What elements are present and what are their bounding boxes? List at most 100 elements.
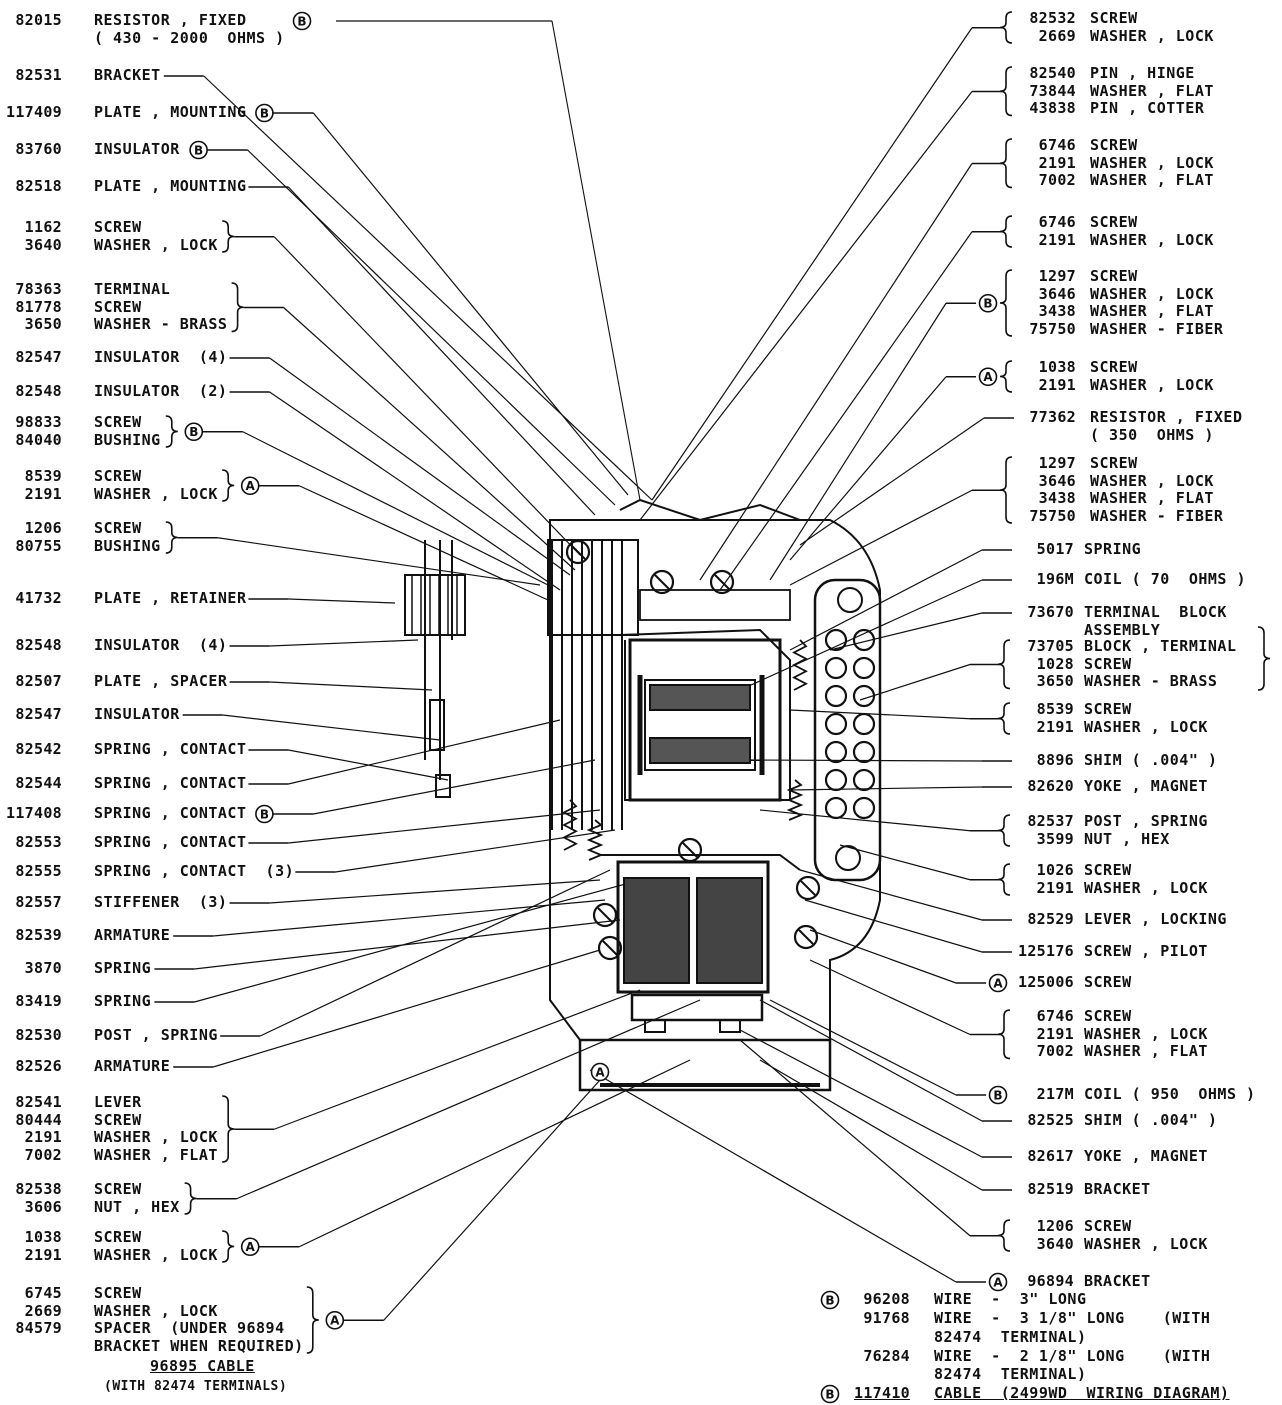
part-name: SHIM ( .004" ): [1084, 751, 1218, 769]
part-number: 83419: [15, 992, 62, 1010]
svg-text:B: B: [260, 807, 269, 821]
part-name: PLATE , SPACER: [94, 672, 228, 690]
part-name: WASHER , LOCK: [1090, 471, 1214, 490]
part-name: SHIM ( .004" ): [1084, 1111, 1218, 1129]
part-name: WASHER , FLAT: [1090, 171, 1214, 189]
wire-description: WIRE - 3 1/8" LONG (WITH: [934, 1309, 1211, 1327]
leader-line: [829, 612, 983, 651]
part-number: 7002: [1038, 171, 1076, 189]
part-name: WASHER , LOCK: [94, 235, 218, 254]
part-number: 125006: [1018, 973, 1074, 991]
part-number: 82518: [15, 177, 62, 195]
part-number: 1206: [1036, 1217, 1074, 1235]
part-number: 82538: [15, 1180, 62, 1198]
exploded-contact-stack: [404, 540, 466, 798]
part-name: SCREW: [1084, 654, 1132, 673]
part-name: WASHER , FLAT: [1084, 1042, 1208, 1060]
part-name: WASHER , LOCK: [94, 1128, 218, 1146]
note-badge: B: [184, 422, 204, 442]
leader-line: [269, 681, 433, 691]
part-number: 117408: [6, 804, 62, 822]
group-brace: [165, 521, 178, 554]
part-number: 3650: [1036, 672, 1074, 690]
leader-line: [247, 149, 616, 506]
part-name: WASHER , LOCK: [1084, 878, 1208, 897]
svg-text:B: B: [260, 106, 269, 120]
note-badge: B: [292, 11, 312, 31]
part-name: SPRING , CONTACT: [94, 804, 247, 822]
part-number: 5017: [1036, 540, 1074, 558]
part-number: 2191: [1036, 1024, 1074, 1043]
part-name: SCREW: [1084, 861, 1132, 879]
leader-line: [194, 879, 641, 1003]
part-number: 81778: [15, 297, 62, 316]
part-number: 3650: [24, 315, 62, 333]
wire-badge: B: [820, 1384, 840, 1404]
leader-line: [699, 163, 973, 581]
part-name: WASHER , LOCK: [1090, 153, 1214, 172]
part-number: 82532: [1029, 9, 1076, 27]
leader-line: [789, 786, 983, 791]
leader-line: [287, 186, 596, 516]
part-name: SCREW: [1084, 1007, 1132, 1025]
cable-note: (WITH 82474 TERMINALS): [104, 1379, 288, 1394]
frame-badge: A: [590, 1062, 610, 1082]
wire-badge: B: [820, 1290, 840, 1310]
part-number: 3640: [1036, 1234, 1074, 1253]
part-number: 3646: [1038, 471, 1076, 490]
part-number: 82542: [15, 740, 62, 758]
part-name: SCREW: [1090, 454, 1138, 472]
part-number: 3606: [24, 1197, 62, 1216]
leader-line: [213, 949, 601, 1068]
leader-line: [769, 999, 957, 1096]
part-name: WASHER , FLAT: [1090, 302, 1214, 320]
part-name: WASHER , LOCK: [94, 1301, 218, 1320]
wire-description: WIRE - 2 1/8" LONG (WITH: [934, 1347, 1211, 1365]
leader-line: [809, 929, 957, 984]
part-number: 3640: [24, 235, 62, 254]
note-badge: B: [189, 140, 208, 160]
part-name: WASHER , LOCK: [1090, 26, 1214, 45]
part-number: 82537: [1027, 812, 1074, 830]
part-number: 82547: [15, 348, 62, 366]
part-number: 7002: [24, 1145, 62, 1164]
leader-line: [298, 485, 549, 601]
leader-line: [799, 417, 985, 546]
part-number: 1297: [1038, 267, 1076, 285]
note-badge: A: [240, 1237, 260, 1257]
leader-line: [859, 663, 971, 701]
wire-description: 82474 TERMINAL): [934, 1328, 1087, 1346]
part-number: 82015: [15, 11, 62, 29]
coil-upper: [628, 638, 782, 802]
part-name: RESISTOR , FIXED: [1090, 408, 1243, 426]
part-number: 82529: [1027, 910, 1074, 928]
note-badge: A: [988, 973, 1008, 993]
wire-number: 91768: [863, 1309, 910, 1327]
wire-description: WIRE - 3" LONG: [934, 1290, 1087, 1308]
part-name: SPRING , CONTACT: [94, 774, 247, 792]
leader-line: [236, 999, 701, 1200]
note-badge: B: [978, 293, 998, 313]
part-number: 82526: [15, 1057, 62, 1075]
part-name: WASHER , LOCK: [1090, 284, 1214, 303]
part-name: SCREW: [1090, 9, 1138, 27]
part-name: WASHER - BRASS: [1084, 672, 1218, 690]
group-brace: [184, 1182, 197, 1215]
part-number: 83760: [15, 140, 62, 158]
part-number: 125176: [1018, 942, 1074, 960]
part-name: ( 430 - 2000 OHMS ): [94, 28, 285, 47]
part-number: 1206: [24, 519, 62, 537]
leader-line: [269, 357, 571, 576]
leader-line: [739, 1029, 983, 1158]
part-number: 73705: [1027, 637, 1074, 655]
leader-line: [651, 27, 973, 501]
leader-line: [222, 714, 441, 741]
part-number: 77362: [1029, 408, 1076, 426]
leader-line: [269, 391, 561, 591]
part-name: SCREW: [1090, 136, 1138, 154]
part-number: 1028: [1036, 654, 1074, 673]
leader-line: [213, 899, 606, 937]
leader-line: [589, 1069, 957, 1283]
leader-line: [273, 989, 641, 1130]
